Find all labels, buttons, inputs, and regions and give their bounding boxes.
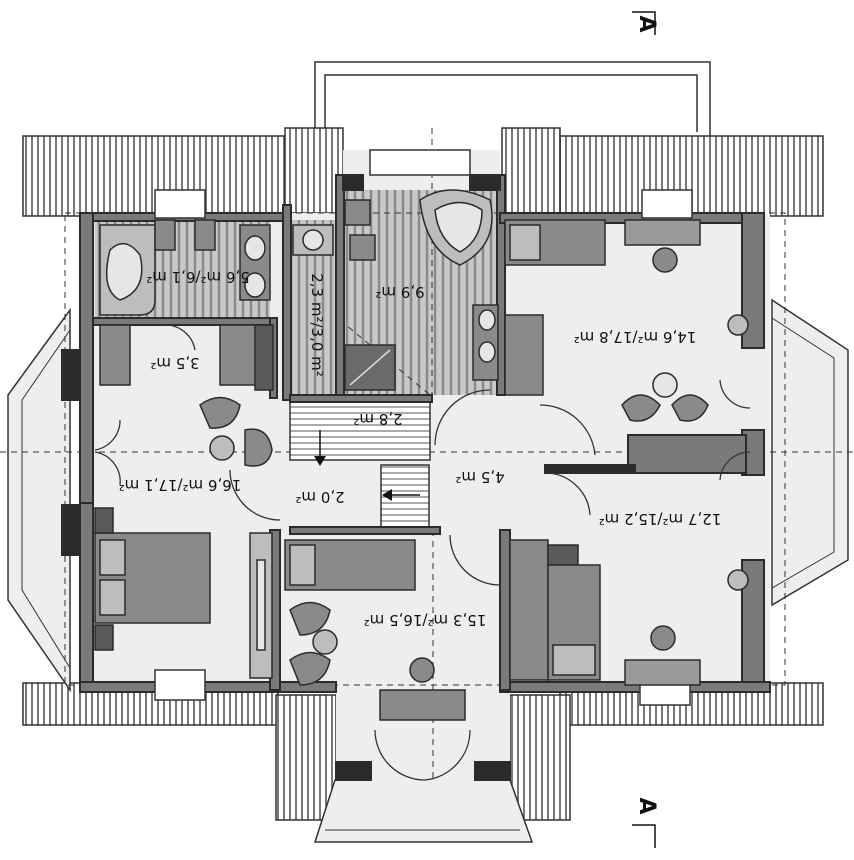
section-marker-top: A	[632, 11, 659, 35]
area-bedroom-e: 12,7 m²/15,2 m²	[599, 510, 722, 528]
walls	[61, 174, 771, 781]
furniture	[94, 189, 749, 721]
staircase	[289, 401, 431, 528]
area-hall-center: 4,5 m²	[455, 468, 504, 486]
door-swings	[94, 324, 751, 781]
section-marker-bottom-label: A	[634, 797, 659, 814]
area-bedroom-w: 16,6 m²/17,1 m²	[119, 476, 242, 494]
roof-top	[22, 127, 824, 217]
area-wc: 2,3 m²/3,0 m²	[308, 273, 326, 377]
windows	[154, 149, 693, 706]
room-labels: 5,6 m²/6,1 m² 9,9 m² 2,3 m²/3,0 m² 3,5 m…	[119, 268, 722, 629]
area-stair: 2,8 m²	[353, 410, 402, 428]
bay-south	[313, 779, 534, 843]
bay-east	[771, 298, 849, 607]
section-marker-top-label: A	[634, 15, 659, 32]
area-bathroom-small: 5,6 m²/6,1 m²	[146, 268, 250, 286]
area-dressing: 3,5 m²	[150, 354, 199, 372]
top-canopy	[314, 61, 711, 188]
area-bedroom-s: 15,3 m²/16,5 m²	[364, 611, 487, 629]
area-hall-small: 2,0 m²	[295, 488, 344, 506]
area-bedroom-ne: 14,6 m²/17,8 m²	[574, 328, 697, 346]
area-bathroom-main: 9,9 m²	[375, 283, 424, 301]
section-marker-bottom: A	[632, 797, 659, 848]
bay-west	[7, 307, 71, 693]
